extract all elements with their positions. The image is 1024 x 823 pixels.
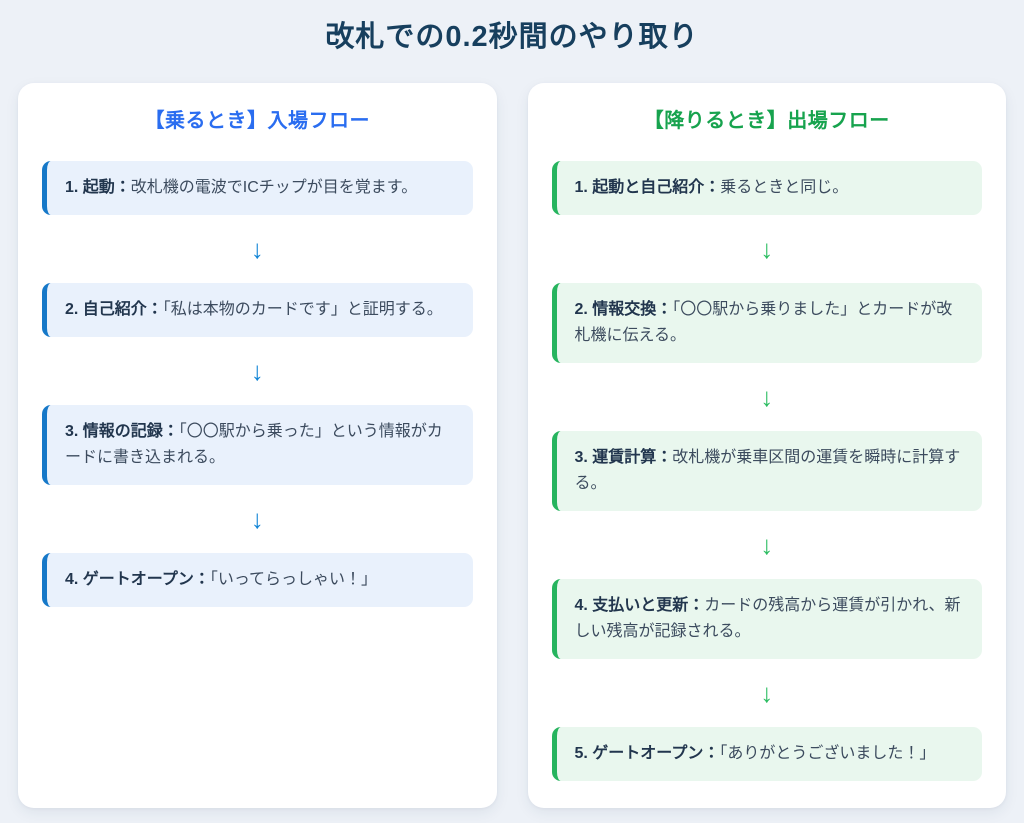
entry-flow-card: 【乗るとき】入場フロー 1. 起動：改札機の電波でICチップが目を覚ます。 ↓ 2.… bbox=[18, 83, 497, 808]
step-text: 改札機の電波でICチップが目を覚ます。 bbox=[130, 179, 418, 196]
step-box: 4. 支払いと更新：カードの残高から運賃が引かれ、新しい残高が記録される。 bbox=[551, 579, 982, 659]
step-label: 4. ゲートオープン： bbox=[65, 571, 210, 588]
entry-flow-header: 【乗るとき】入場フロー bbox=[144, 110, 370, 132]
step-text: 「ありがとうございました！」 bbox=[719, 745, 936, 762]
exit-flow-header: 【降りるとき】出場フロー bbox=[643, 110, 890, 132]
step-text: 「〇〇駅から乗った」という情報がカードに書き込まれる。 bbox=[65, 423, 443, 466]
exit-flow-card: 【降りるとき】出場フロー 1. 起動と自己紹介：乗るときと同じ。 ↓ 2. 情報交換… bbox=[527, 83, 1006, 808]
step-box: 4. ゲートオープン：「いってらっしゃい！」 bbox=[42, 553, 473, 607]
step-box: 3. 運賃計算：改札機が乗車区間の運賃を瞬時に計算する。 bbox=[551, 431, 982, 511]
step-box: 1. 起動：改札機の電波でICチップが目を覚ます。 bbox=[42, 161, 473, 215]
step-box: 1. 起動と自己紹介：乗るときと同じ。 bbox=[551, 161, 982, 215]
step-text: 「〇〇駅から乗りました」とカードが改札機に伝える。 bbox=[574, 301, 953, 344]
flow-columns: 【乗るとき】入場フロー 1. 起動：改札機の電波でICチップが目を覚ます。 ↓ 2.… bbox=[0, 83, 1024, 808]
step-label: 1. 起動と自己紹介： bbox=[574, 179, 721, 196]
step-label: 5. ゲートオープン： bbox=[574, 745, 720, 762]
step-text: 「いってらっしゃい！」 bbox=[209, 571, 378, 588]
down-arrow-icon: ↓ bbox=[250, 356, 264, 386]
step-box: 3. 情報の記録：「〇〇駅から乗った」という情報がカードに書き込まれる。 bbox=[42, 405, 473, 485]
step-label: 2. 情報交換： bbox=[574, 301, 673, 318]
down-arrow-icon: ↓ bbox=[250, 504, 264, 534]
step-text: 改札機が乗車区間の運賃を瞬時に計算する。 bbox=[574, 449, 961, 492]
step-label: 3. 運賃計算： bbox=[574, 449, 673, 466]
step-label: 1. 起動： bbox=[65, 179, 131, 196]
exit-flow-steps: 1. 起動と自己紹介：乗るときと同じ。 ↓ 2. 情報交換：「〇〇駅から乗りました」… bbox=[551, 161, 982, 781]
down-arrow-icon: ↓ bbox=[760, 234, 774, 264]
step-box: 2. 情報交換：「〇〇駅から乗りました」とカードが改札機に伝える。 bbox=[551, 283, 982, 363]
step-box: 2. 自己紹介：「私は本物のカードです」と証明する。 bbox=[42, 283, 473, 337]
page-title: 改札での0.2秒間のやり取り bbox=[325, 21, 699, 53]
step-box: 5. ゲートオープン：「ありがとうございました！」 bbox=[551, 727, 982, 781]
down-arrow-icon: ↓ bbox=[760, 530, 774, 560]
down-arrow-icon: ↓ bbox=[760, 382, 774, 412]
step-label: 4. 支払いと更新： bbox=[574, 597, 705, 614]
step-text: カードの残高から運賃が引かれ、新しい残高が記録される。 bbox=[574, 597, 961, 640]
step-text: 「私は本物のカードです」と証明する。 bbox=[162, 301, 443, 318]
down-arrow-icon: ↓ bbox=[760, 678, 774, 708]
entry-flow-steps: 1. 起動：改札機の電波でICチップが目を覚ます。 ↓ 2. 自己紹介：「私は本物の… bbox=[42, 161, 473, 607]
step-text: 乗るときと同じ。 bbox=[720, 179, 849, 196]
step-label: 2. 自己紹介： bbox=[65, 301, 163, 318]
down-arrow-icon: ↓ bbox=[250, 234, 264, 264]
step-label: 3. 情報の記録： bbox=[65, 423, 179, 440]
